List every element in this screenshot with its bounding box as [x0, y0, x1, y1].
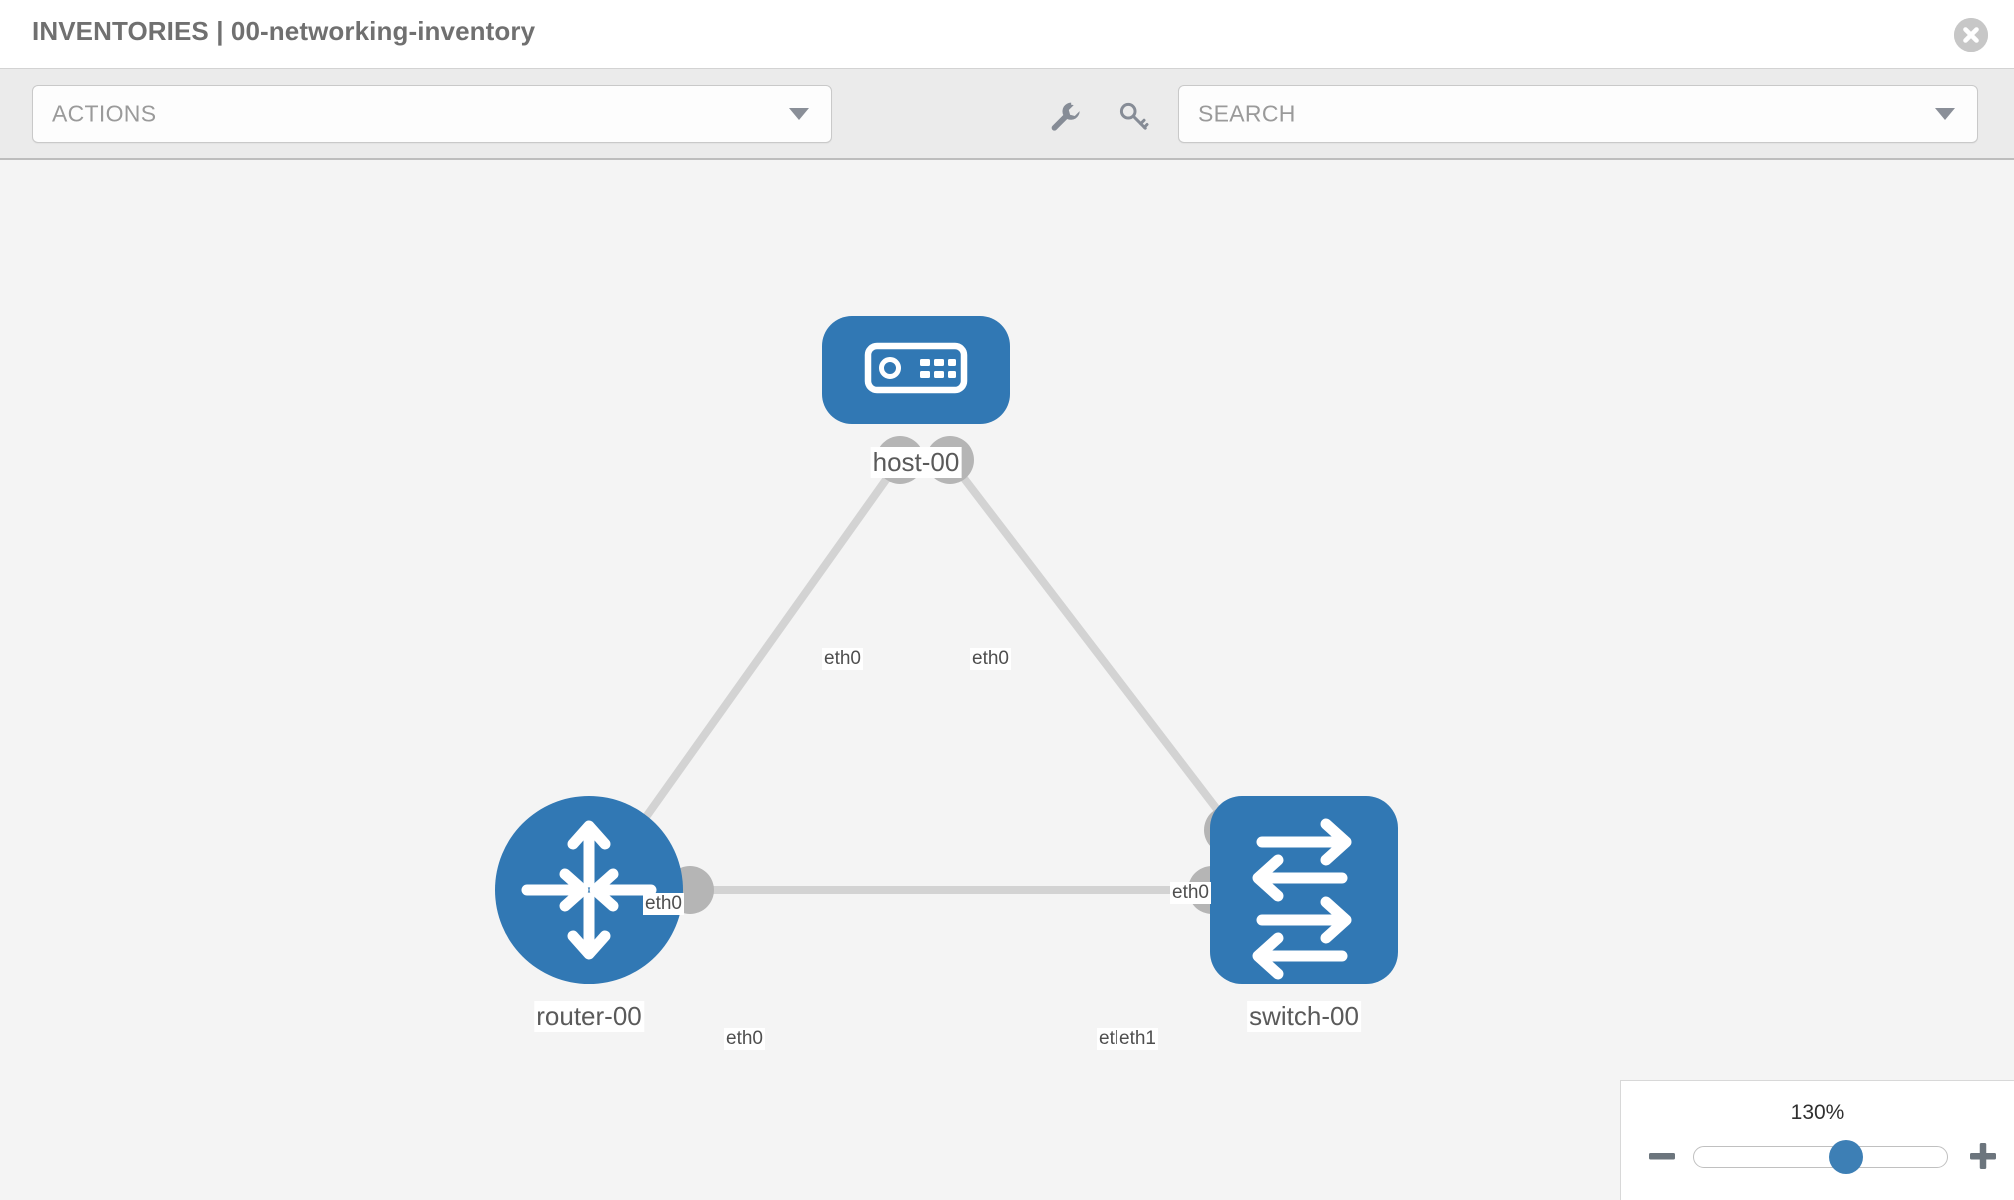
node-host-00[interactable] — [822, 316, 1010, 424]
link-host-router — [600, 457, 904, 879]
iface-label-switch-up: eth0 — [1170, 882, 1211, 904]
node-label-router-00: router-00 — [534, 1001, 644, 1032]
iface-label-router-up: eth0 — [643, 893, 684, 915]
zoom-slider-track[interactable] — [1693, 1140, 1948, 1174]
key-icon[interactable] — [1116, 99, 1150, 133]
wrench-icon[interactable] — [1048, 99, 1082, 133]
iface-label-switch-left-b: eth1 — [1117, 1028, 1158, 1050]
close-icon[interactable] — [1954, 18, 1988, 52]
node-label-host-00: host-00 — [870, 447, 962, 478]
chevron-down-icon — [1935, 108, 1955, 120]
node-switch-00[interactable] — [1210, 796, 1398, 984]
zoom-level-value: 130% — [1790, 1101, 1845, 1124]
link-layer — [600, 457, 1272, 894]
topology-graph — [495, 316, 1398, 984]
chevron-down-icon — [789, 108, 809, 120]
node-router-00[interactable] — [495, 796, 683, 984]
zoom-slider-handle[interactable] — [1828, 1140, 1863, 1174]
iface-label-host-left: eth0 — [822, 648, 863, 670]
toolbar: ACTIONS SEARCH — [0, 68, 2014, 160]
actions-dropdown[interactable]: ACTIONS — [32, 85, 832, 143]
iface-label-host-right: eth0 — [970, 648, 1011, 670]
actions-dropdown-label: ACTIONS — [52, 100, 157, 127]
iface-label-router-right: eth0 — [724, 1028, 765, 1050]
page-header: INVENTORIES | 00-networking-inventory — [0, 0, 2014, 68]
search-placeholder: SEARCH — [1198, 100, 1296, 127]
topology-canvas[interactable]: host-00 router-00 switch-00 eth0 eth0 et… — [0, 160, 2014, 1200]
plus-icon[interactable] — [1966, 1139, 2000, 1173]
zoom-control-panel: 130% — [1620, 1080, 2014, 1200]
port-layer — [666, 436, 1252, 914]
search-input[interactable]: SEARCH — [1178, 85, 1978, 143]
minus-icon[interactable] — [1645, 1139, 1679, 1173]
page-title: INVENTORIES | 00-networking-inventory — [32, 16, 536, 46]
node-label-switch-00: switch-00 — [1247, 1001, 1361, 1032]
link-host-switch — [946, 457, 1272, 879]
